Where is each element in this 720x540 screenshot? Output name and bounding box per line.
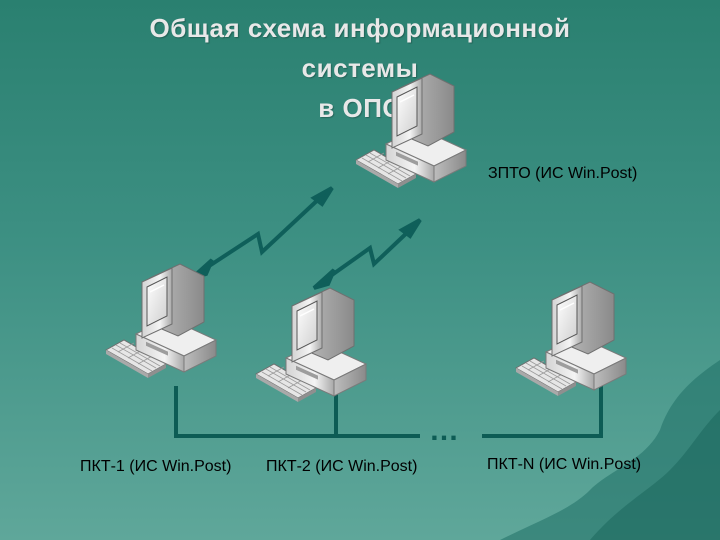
lan-link-pktn [482,386,603,438]
lan-link-pkt2 [334,386,420,438]
remote-link-pkt2 [312,218,422,290]
pkt1-computer [105,263,217,379]
lan-bus [174,386,603,438]
server-computer [355,73,467,189]
slide-title-line-1: Общая схема информационной [149,13,571,43]
pktn-computer [515,281,627,397]
slide-title-line-2: системы [301,53,419,83]
pkt2-label: ПКТ-2 (ИС Win.Post) [266,458,418,475]
pkt2-computer [255,287,367,403]
lan-link-pkt1 [174,386,336,438]
ellipsis: … [429,414,463,447]
slide-title-line-3: в ОПС [318,93,402,123]
pkt1-label: ПКТ-1 (ИС Win.Post) [80,458,232,475]
decorative-corner-texture [500,360,720,540]
pktn-label: ПКТ-N (ИС Win.Post) [487,456,642,473]
slide-title: Общая схема информационной системы в ОПС [0,8,720,128]
remote-link-pkt1 [190,186,334,280]
server-label: ЗПТО (ИС Win.Post) [488,165,638,182]
